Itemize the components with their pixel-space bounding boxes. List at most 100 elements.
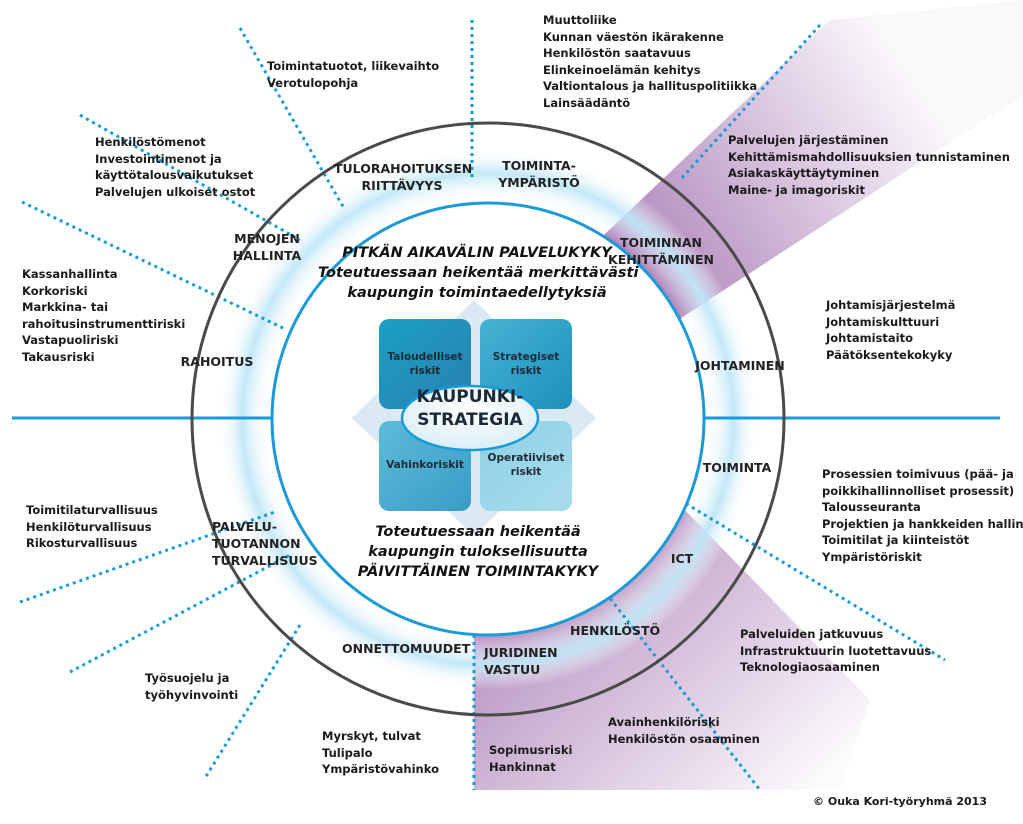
list-item: Markkina- tai — [22, 300, 109, 314]
segment-ict: ICT — [660, 550, 704, 567]
list-item: Henkilöturvallisuus — [26, 519, 152, 534]
quadrant-top-right — [480, 319, 572, 409]
outer-ring — [190, 121, 786, 717]
list-item: Johtamiskulttuuri — [826, 314, 940, 329]
list-item: Myrskyt, tulvat — [322, 729, 421, 743]
center-text: STRATEGIA — [417, 410, 523, 430]
list-item: Kunnan väestön ikärakenne — [543, 29, 724, 44]
segment-text: HALLINTA — [232, 248, 302, 263]
segment-toiminnan-kehittaminen: TOIMINNAN KEHITTÄMINEN — [606, 234, 716, 268]
list-item: Kehittämismahdollisuuksien tunnistaminen — [728, 149, 1010, 164]
segment-text: MENOJEN — [234, 231, 300, 246]
segment-text: JOHTAMINEN — [695, 358, 785, 373]
list-item: Johtamisjärjestelmä — [826, 298, 956, 312]
headline-text: Toteutuessaan heikentää — [375, 524, 581, 540]
segment-text: TOIMINTA- — [502, 158, 576, 173]
segment-text: TOIMINNAN — [620, 235, 702, 250]
list-item: Ympäristövahinko — [322, 762, 439, 776]
list-item: Avainhenkilöriski — [608, 715, 720, 729]
list-toiminnan-kehittaminen: Palvelujen järjestäminen Kehittämismahdo… — [728, 132, 1010, 198]
segment-toimintaymparisto: TOIMINTA- YMPÄRISTÖ — [494, 157, 584, 191]
list-item: Päätöksentekokyky — [826, 347, 953, 362]
segment-johtaminen: JOHTAMINEN — [690, 357, 790, 374]
copyright-text: © Ouka Kori-työryhmä 2013 — [813, 795, 987, 808]
list-onnettomuudet: Myrskyt, tulvat Tulipalo Ympäristövahink… — [322, 728, 439, 778]
list-item: Prosessien toimivuus (pää- ja — [822, 467, 1014, 481]
list-tyosuojelu: Työsuojelu ja työhyvinvointi — [145, 670, 238, 703]
headline-text: kaupungin tuloksellisuutta — [368, 544, 588, 560]
segment-text: TUOTANNON — [212, 536, 301, 551]
list-item: Talousseuranta — [822, 500, 921, 514]
quadrant-label-vahinkoriskit: Vahinkoriskit — [380, 458, 470, 472]
list-item: Elinkeinoelämän kehitys — [543, 62, 701, 77]
list-item: Projektien ja hankkeiden hallinta — [822, 516, 1023, 531]
segment-palvelutuotanto: PALVELU- TUOTANNON TURVALLISUUS — [212, 518, 330, 569]
list-item: Toimitilaturvallisuus — [26, 503, 158, 517]
list-item: Toimintatuotot, liikevaihto — [267, 59, 440, 73]
center-ellipse — [400, 384, 540, 452]
quadrant-label-strategiset: Strategiset riskit — [481, 350, 571, 378]
list-item: Palvelujen ulkoiset ostot — [95, 184, 256, 199]
list-rahoitus: Kassanhallinta Korkoriski Markkina- tai … — [22, 266, 185, 365]
list-item: työhyvinvointi — [145, 687, 239, 702]
list-item: Maine- ja imagoriskit — [728, 182, 865, 197]
radial-dotted-lines — [19, 20, 946, 791]
list-item: Henkilöstön saatavuus — [543, 46, 691, 60]
segment-tulorahoitus: TULORAHOITUKSEN RIITTÄVYYS — [334, 160, 472, 194]
segment-text: JURIDINEN — [484, 645, 558, 660]
list-item: Työsuojelu ja — [145, 671, 230, 685]
list-item: Verotulopohja — [267, 75, 359, 90]
list-johtaminen: Johtamisjärjestelmä Johtamiskulttuuri Jo… — [826, 297, 955, 363]
quadrant-text: Operatiiviset — [487, 452, 565, 464]
quadrant-text: Vahinkoriskit — [386, 459, 464, 471]
list-menojen: Henkilöstömenot Investointimenot ja käyt… — [95, 134, 255, 200]
quadrant-text: riskit — [409, 365, 441, 377]
list-item: Henkilöstön osaaminen — [608, 731, 760, 746]
list-item: Asiakaskäyttäytyminen — [728, 166, 880, 180]
list-item: Johtamistaito — [826, 331, 913, 345]
list-juridinen: Sopimusriski Hankinnat — [489, 742, 572, 775]
list-item: Tulipalo — [322, 745, 373, 760]
list-item: Henkilöstömenot — [95, 135, 206, 149]
list-item: Infrastruktuurin luotettavuus — [740, 643, 932, 658]
segment-text: RAHOITUS — [180, 354, 254, 369]
list-item: Teknologiaosaaminen — [740, 660, 880, 674]
headline-text: PÄIVITTÄINEN TOIMINTAKYKY — [357, 564, 599, 580]
list-item: Muuttoliike — [543, 13, 617, 27]
list-ict: Palveluiden jatkuvuus Infrastruktuurin l… — [740, 626, 931, 676]
list-item: Valtiontalous ja hallituspolitiikka — [543, 79, 758, 93]
list-item: käyttötalousvaikutukset — [95, 168, 254, 182]
headline-text: kaupungin toimintaedellytyksiä — [347, 285, 607, 301]
list-item: Sopimusriski — [489, 743, 573, 757]
list-item: Lainsäädäntö — [543, 95, 631, 110]
segment-text: YMPÄRISTÖ — [498, 175, 580, 190]
quadrant-text: Strategiset — [492, 351, 560, 363]
segment-juridinen-vastuu: JURIDINEN VASTUU — [484, 644, 564, 678]
quadrant-text: riskit — [510, 466, 542, 478]
segment-onnettomuudet: ONNETTOMUUDET — [342, 640, 470, 657]
segment-text: PALVELU- — [212, 519, 278, 534]
list-item: Takausriski — [22, 349, 95, 364]
list-item: poikkihallinnolliset prosessit) — [822, 483, 1015, 498]
list-item: Ympäristöriskit — [822, 549, 922, 564]
quadrant-text: Taloudelliset — [387, 351, 463, 363]
segment-text: KEHITTÄMINEN — [608, 252, 714, 267]
quadrant-label-taloudelliset: Taloudelliset riskit — [380, 350, 470, 378]
headline-bottom: Toteutuessaan heikentää kaupungin tuloks… — [328, 522, 628, 582]
segment-text: TURVALLISUUS — [212, 553, 318, 568]
segment-henkilosto: HENKILÖSTÖ — [570, 622, 660, 639]
list-tulorahoitus: Toimintatuotot, liikevaihto Verotulopohj… — [267, 58, 439, 91]
segment-menojen-hallinta: MENOJEN HALLINTA — [226, 230, 308, 264]
headline-text: PITKÄN AIKAVÄLIN PALVELUKYKY — [342, 245, 612, 261]
list-item: Kassanhallinta — [22, 267, 118, 281]
segment-text: TOIMINTA — [702, 460, 772, 475]
list-item: Korkoriski — [22, 283, 88, 298]
list-item: rahoitusinstrumenttiriski — [22, 316, 186, 331]
list-item: Rikosturvallisuus — [26, 536, 138, 550]
quadrant-label-operatiiviset: Operatiiviset riskit — [481, 451, 571, 479]
segment-text: RIITTÄVYYS — [361, 178, 443, 193]
segment-text: HENKILÖSTÖ — [570, 623, 661, 638]
list-item: Palveluiden jatkuvuus — [740, 627, 884, 641]
headline-text: Toteutuessaan heikentää merkittävästi — [318, 265, 639, 281]
